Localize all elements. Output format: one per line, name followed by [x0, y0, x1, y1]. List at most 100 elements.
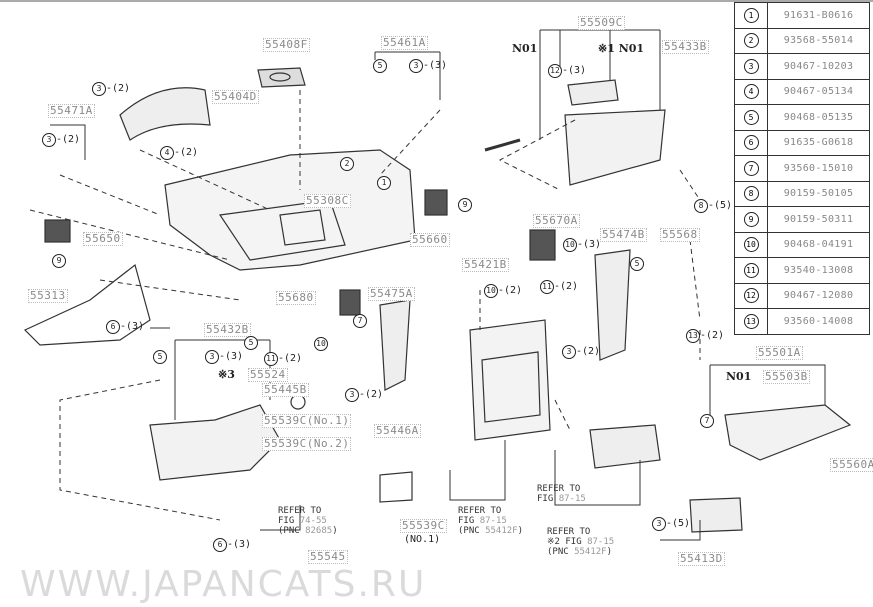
part-label[interactable]: 55509C — [578, 16, 625, 30]
part-label[interactable]: 55404D — [212, 90, 259, 104]
callout: 3-(2) — [92, 82, 130, 96]
callout: 7 — [353, 314, 367, 328]
part-number[interactable]: 90159-50311 — [767, 206, 870, 233]
callout-number: 4 — [734, 78, 768, 105]
callout: 5 — [244, 336, 258, 350]
part-label[interactable]: 55413D — [678, 552, 725, 566]
part-number[interactable]: 93560-15010 — [767, 155, 870, 182]
side-panel — [594, 249, 631, 361]
part-label[interactable]: 55545 — [308, 550, 348, 564]
no1-note: (NO.1) — [404, 534, 441, 545]
callout-number: 13 — [734, 308, 768, 335]
meter-hood — [119, 87, 211, 141]
part-number[interactable]: 90468-05135 — [767, 104, 870, 131]
top-border — [0, 0, 873, 2]
part-number[interactable]: 90467-10203 — [767, 53, 870, 80]
callout: 6-(3) — [106, 320, 144, 334]
callout: 2 — [340, 157, 354, 171]
part-number[interactable]: 91631-B0616 — [767, 2, 870, 29]
part-label[interactable]: 55432B — [204, 323, 251, 337]
callout-number: 1 — [734, 2, 768, 29]
callout: 11-(2) — [540, 280, 578, 294]
part-label[interactable]: 55539C — [400, 519, 447, 533]
part-label[interactable]: 55461A — [381, 36, 428, 50]
part-label[interactable]: 55471A — [48, 104, 95, 118]
part-number[interactable]: 90468-04191 — [767, 231, 870, 258]
n01-marker: ※1 N01 — [598, 42, 645, 55]
dashboard-panel — [164, 149, 416, 271]
part-label[interactable]: 55474B — [600, 228, 647, 242]
note-marker: ※3 — [218, 368, 235, 381]
callout: 3-(5) — [652, 517, 690, 531]
part-label[interactable]: 55408F — [263, 38, 310, 52]
part-label[interactable]: 55308C — [304, 194, 351, 208]
callout: 3-(2) — [562, 345, 600, 359]
part-label[interactable]: 55433B — [662, 40, 709, 54]
part-label[interactable]: 55670A — [533, 214, 580, 228]
lower-panel — [149, 404, 281, 481]
part-label[interactable]: 55650 — [83, 232, 123, 246]
callout-number: 8 — [734, 180, 768, 207]
part-label[interactable]: 55539C(No.1) — [262, 414, 352, 428]
part-label[interactable]: 55475A — [368, 287, 415, 301]
callout: 3-(3) — [205, 350, 243, 364]
part-number[interactable]: 93560-14008 — [767, 308, 870, 335]
part-label[interactable]: 55524 — [248, 368, 288, 382]
callout-number: 7 — [734, 155, 768, 182]
center-cluster — [469, 319, 551, 441]
brace — [23, 263, 151, 346]
callout: 9 — [52, 254, 66, 268]
callout: 6-(3) — [213, 538, 251, 552]
refer-note: REFER TO FIG 74-55 (PNC 82685) — [278, 506, 338, 536]
hood-cover — [257, 67, 306, 88]
callout: 3-(2) — [42, 133, 80, 147]
callout-number: 12 — [734, 282, 768, 309]
callout: 13-(2) — [686, 329, 724, 343]
n01-marker: N01 — [512, 42, 538, 55]
part-number[interactable]: 90159-50105 — [767, 180, 870, 207]
callout-number: 11 — [734, 257, 768, 284]
callout-number: 2 — [734, 27, 768, 54]
part-label[interactable]: 55445B — [262, 383, 309, 397]
callout: 7 — [700, 414, 714, 428]
refer-note: REFER TO FIG 87-15 — [537, 484, 586, 504]
part-number[interactable]: 90467-12080 — [767, 282, 870, 309]
part-label[interactable]: 55313 — [28, 289, 68, 303]
callout-number: 5 — [734, 104, 768, 131]
part-label[interactable]: 55568 — [660, 228, 700, 242]
part-number[interactable]: 90467-05134 — [767, 78, 870, 105]
part-label[interactable]: 55501A — [756, 346, 803, 360]
part-label[interactable]: 55503B — [763, 370, 810, 384]
part-label[interactable]: 55421B — [462, 258, 509, 272]
callout-number: 3 — [734, 53, 768, 80]
callout-number: 10 — [734, 231, 768, 258]
part-number[interactable]: 93540-13008 — [767, 257, 870, 284]
callout: 4-(2) — [160, 146, 198, 160]
callout-number: 6 — [734, 129, 768, 156]
part-label[interactable]: 55560A — [830, 458, 873, 472]
part-label[interactable]: 55660 — [410, 233, 450, 247]
part-number[interactable]: 93568-55014 — [767, 27, 870, 54]
callout: 5 — [373, 59, 387, 73]
refer-note: REFER TO ※2 FIG 87-15 (PNC 55412F) — [547, 527, 615, 557]
part-label[interactable]: 55539C(No.2) — [262, 437, 352, 451]
callout: 9 — [458, 198, 472, 212]
part-number[interactable]: 91635-G0618 — [767, 129, 870, 156]
part-label[interactable]: 55680 — [276, 291, 316, 305]
part-label[interactable]: 55446A — [374, 424, 421, 438]
callout: 10-(3) — [563, 238, 601, 252]
callout-number: 9 — [734, 206, 768, 233]
callout: 5 — [153, 350, 167, 364]
